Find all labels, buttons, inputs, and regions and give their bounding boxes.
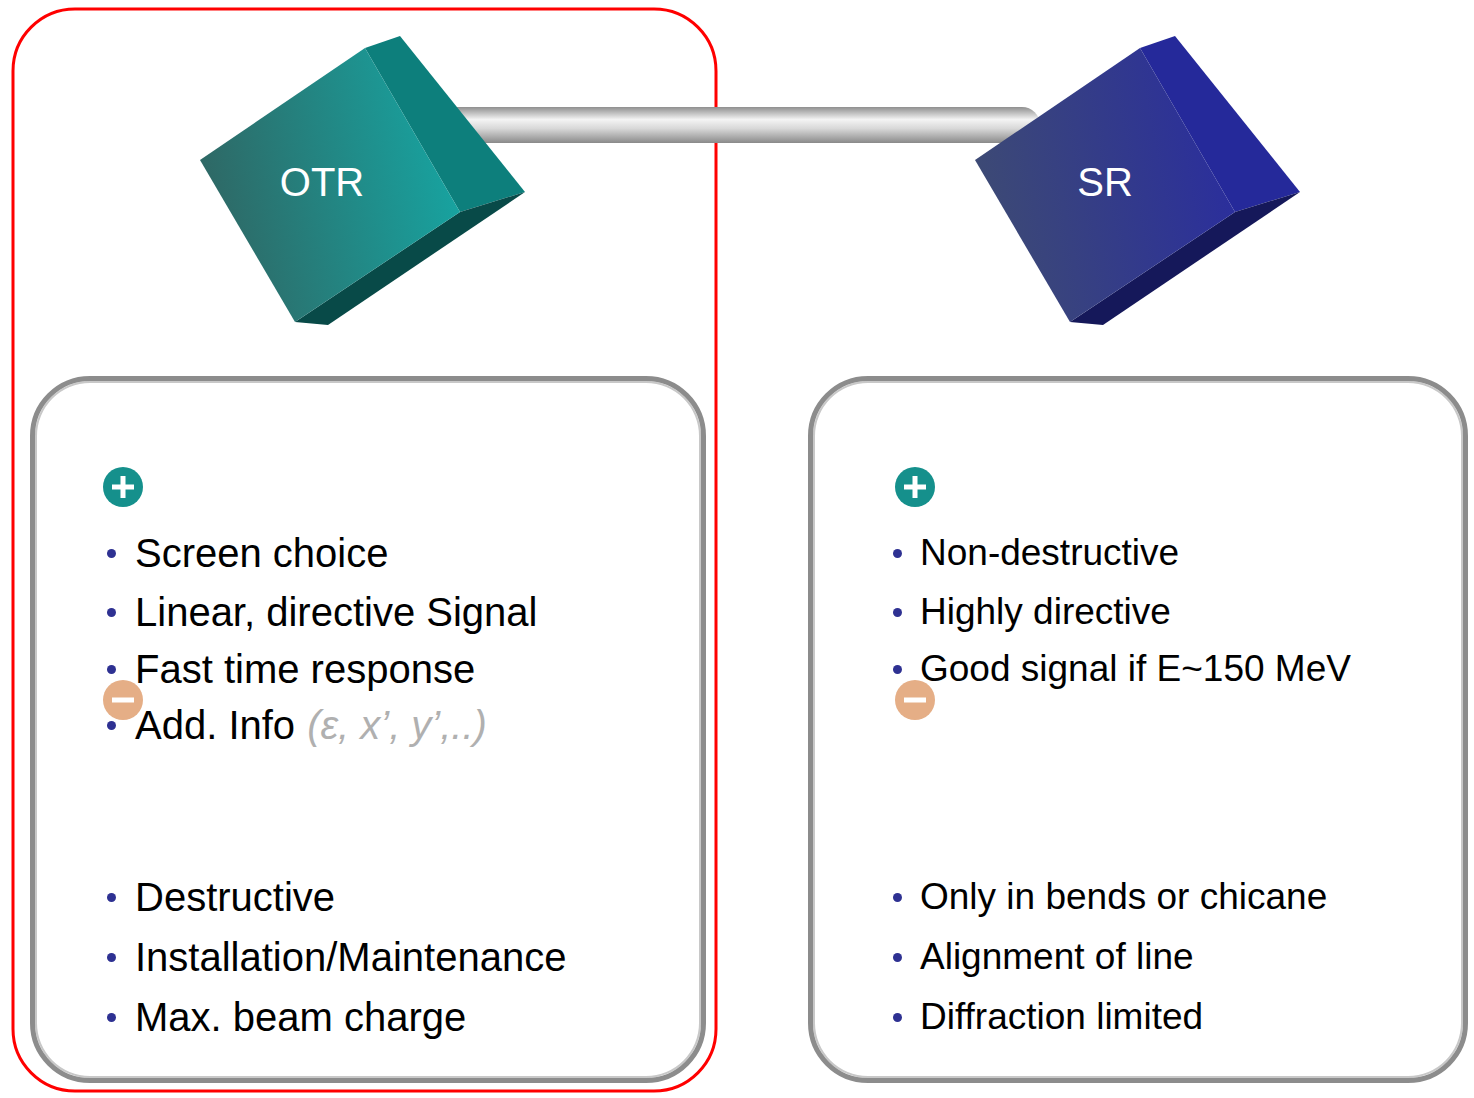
list-text: Installation/Maintenance (135, 935, 566, 979)
cube-shape (975, 30, 1300, 325)
bullet-dot (893, 665, 902, 674)
bullet-dot (107, 893, 116, 902)
list-text: Alignment of line (920, 936, 1194, 977)
bullet-item: Add. Info (ε, x’, y’,..) (135, 701, 487, 749)
bullet-dot (893, 1013, 902, 1022)
bullet-dot (107, 549, 116, 558)
list-text: Diffraction limited (920, 996, 1203, 1037)
bullet-dot (893, 608, 902, 617)
bullet-item: Non-destructive (920, 529, 1179, 577)
bullet-dot (107, 665, 116, 674)
bullet-dot (893, 953, 902, 962)
bullet-item: Max. beam charge (135, 993, 466, 1041)
bullet-item: Linear, directive Signal (135, 588, 537, 636)
list-text: Good signal if E~150 MeV (920, 648, 1351, 689)
cube-node: OTR (200, 30, 525, 325)
list-text: Highly directive (920, 591, 1171, 632)
bullet-item: Fast time response (135, 645, 475, 693)
bullet-item: Only in bends or chicane (920, 873, 1327, 921)
plus-icon (102, 466, 144, 508)
list-text: Only in bends or chicane (920, 876, 1327, 917)
bullet-item: Good signal if E~150 MeV (920, 645, 1351, 693)
bullet-item: Destructive (135, 873, 335, 921)
list-text: Max. beam charge (135, 995, 466, 1039)
highlight-outline (13, 9, 716, 1091)
list-text: Destructive (135, 875, 335, 919)
list-text: Screen choice (135, 531, 388, 575)
list-text: Non-destructive (920, 532, 1179, 573)
bullet-item: Alignment of line (920, 933, 1194, 981)
bullet-item: Diffraction limited (920, 993, 1203, 1041)
cube-label: SR (1077, 160, 1133, 204)
bullet-dot (107, 721, 116, 730)
list-text: Fast time response (135, 647, 475, 691)
bullet-dot (107, 953, 116, 962)
plus-icon (894, 466, 936, 508)
list-text: Add. Info (135, 703, 295, 747)
pros-cons-box: Screen choiceLinear, directive SignalFas… (30, 376, 706, 1083)
bullet-dot (107, 1013, 116, 1022)
list-text: Linear, directive Signal (135, 590, 537, 634)
bullet-item: Installation/Maintenance (135, 933, 566, 981)
bullet-dot (893, 893, 902, 902)
bullet-item: Screen choice (135, 529, 388, 577)
bullet-dot (107, 608, 116, 617)
cube-front (975, 48, 1235, 322)
pipe-connector (434, 107, 1040, 143)
cube-front (200, 48, 460, 322)
pros-cons-box: Non-destructiveHighly directiveGood sign… (808, 376, 1468, 1083)
bullet-dot (893, 549, 902, 558)
cube-node: SR (975, 30, 1300, 325)
list-text: (ε, x’, y’,..) (307, 703, 487, 747)
bullet-item: Highly directive (920, 588, 1171, 636)
cube-label: OTR (280, 160, 364, 204)
